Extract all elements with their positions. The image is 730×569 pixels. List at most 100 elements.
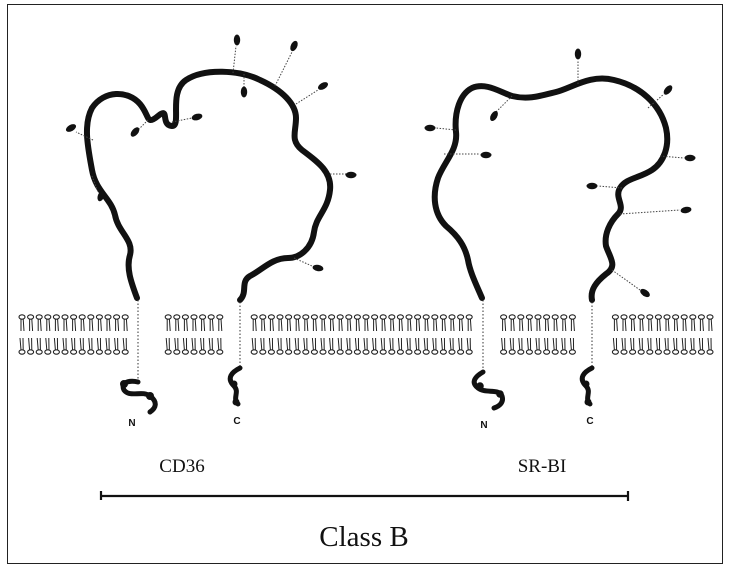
- phospholipid-outer: [336, 314, 344, 332]
- phospholipid-inner: [319, 337, 327, 355]
- phospholipid-inner: [517, 337, 525, 355]
- phospholipid-inner: [525, 337, 533, 355]
- phospholipid-inner: [302, 337, 310, 355]
- phospholipid-outer: [654, 314, 662, 332]
- cd36-extracellular-loop: [83, 68, 334, 303]
- class-bracket: [99, 491, 630, 501]
- phospholipid-outer: [646, 314, 654, 332]
- phospholipid-inner: [422, 337, 430, 355]
- phospholipid-outer: [345, 314, 353, 332]
- phospholipid-outer: [173, 314, 181, 332]
- phospholipid-outer: [405, 314, 413, 332]
- phospholipid-inner: [310, 337, 318, 355]
- phospholipid-inner: [689, 337, 697, 355]
- phospholipid-outer: [543, 314, 551, 332]
- phospholipid-outer: [87, 314, 95, 332]
- phospholipid-inner: [164, 337, 172, 355]
- phospholipid-outer: [508, 314, 516, 332]
- phospholipid-outer: [70, 314, 78, 332]
- phospholipid-inner: [654, 337, 662, 355]
- glycan-marker: [488, 95, 513, 123]
- phospholipid-outer: [439, 314, 447, 332]
- sr-bi-n-tail: [471, 369, 505, 411]
- phospholipid-inner: [250, 337, 258, 355]
- phospholipid-inner: [611, 337, 619, 355]
- glycan-marker: [659, 154, 696, 162]
- phospholipid-outer: [706, 314, 714, 332]
- phospholipid-outer: [267, 314, 275, 332]
- phospholipid-outer: [672, 314, 680, 332]
- phospholipid-inner: [508, 337, 516, 355]
- phospholipid-inner: [207, 337, 215, 355]
- phospholipid-outer: [310, 314, 318, 332]
- phospholipid-inner: [87, 337, 95, 355]
- phospholipid-inner: [52, 337, 60, 355]
- phospholipid-outer: [61, 314, 69, 332]
- sr-bi-protein: [431, 75, 671, 411]
- phospholipid-inner: [646, 337, 654, 355]
- class-label: Class B: [319, 521, 408, 553]
- phospholipid-inner: [362, 337, 370, 355]
- phospholipid-outer: [199, 314, 207, 332]
- glycan-marker: [295, 80, 330, 105]
- phospholipid-inner: [543, 337, 551, 355]
- phospholipid-outer: [276, 314, 284, 332]
- cd36-c-terminus-label: C: [233, 416, 240, 427]
- phospholipid-outer: [362, 314, 370, 332]
- phospholipid-outer: [431, 314, 439, 332]
- phospholipid-inner: [439, 337, 447, 355]
- phospholipid-inner: [431, 337, 439, 355]
- phospholipid-outer: [319, 314, 327, 332]
- phospholipid-outer: [328, 314, 336, 332]
- phospholipid-inner: [121, 337, 129, 355]
- glycan-marker: [619, 205, 692, 215]
- phospholipid-inner: [457, 337, 465, 355]
- glycan-marker: [274, 39, 300, 87]
- phospholipid-outer: [181, 314, 189, 332]
- phospholipid-inner: [336, 337, 344, 355]
- phospholipid-outer: [568, 314, 576, 332]
- phospholipid-inner: [190, 337, 198, 355]
- phospholipid-outer: [517, 314, 525, 332]
- phospholipid-outer: [379, 314, 387, 332]
- cd36-n-terminus-label: N: [128, 418, 135, 429]
- phospholipid-inner: [345, 337, 353, 355]
- phospholipid-inner: [551, 337, 559, 355]
- phospholipid-inner: [568, 337, 576, 355]
- phospholipid-inner: [173, 337, 181, 355]
- glycan-marker: [293, 257, 324, 273]
- phospholipid-outer: [302, 314, 310, 332]
- phospholipid-outer: [259, 314, 267, 332]
- phospholipid-inner: [697, 337, 705, 355]
- phospholipid-outer: [465, 314, 473, 332]
- cd36-label: CD36: [159, 456, 204, 477]
- phospholipid-inner: [113, 337, 121, 355]
- phospholipid-inner: [259, 337, 267, 355]
- phospholipid-inner: [680, 337, 688, 355]
- sr-bi-extracellular-loop: [431, 75, 671, 303]
- phospholipid-inner: [276, 337, 284, 355]
- glycan-marker: [240, 74, 248, 98]
- phospholipid-inner: [18, 337, 26, 355]
- phospholipid-inner: [61, 337, 69, 355]
- phospholipid-inner: [448, 337, 456, 355]
- glycan-marker: [647, 83, 674, 109]
- phospholipid-inner: [44, 337, 52, 355]
- phospholipid-outer: [371, 314, 379, 332]
- phospholipid-outer: [396, 314, 404, 332]
- phospholipid-outer: [500, 314, 508, 332]
- phospholipid-outer: [388, 314, 396, 332]
- glycan-marker: [444, 151, 492, 159]
- sr-bi-c-terminus-label: C: [586, 416, 593, 427]
- phospholipid-inner: [405, 337, 413, 355]
- phospholipid-outer: [216, 314, 224, 332]
- cd36-protein: [83, 68, 334, 415]
- phospholipid-inner: [388, 337, 396, 355]
- phospholipid-inner: [27, 337, 35, 355]
- phospholipid-inner: [534, 337, 542, 355]
- phospholipid-outer: [551, 314, 559, 332]
- phospholipid-outer: [52, 314, 60, 332]
- phospholipid-outer: [190, 314, 198, 332]
- glycan-marker: [424, 124, 457, 132]
- phospholipid-inner: [267, 337, 275, 355]
